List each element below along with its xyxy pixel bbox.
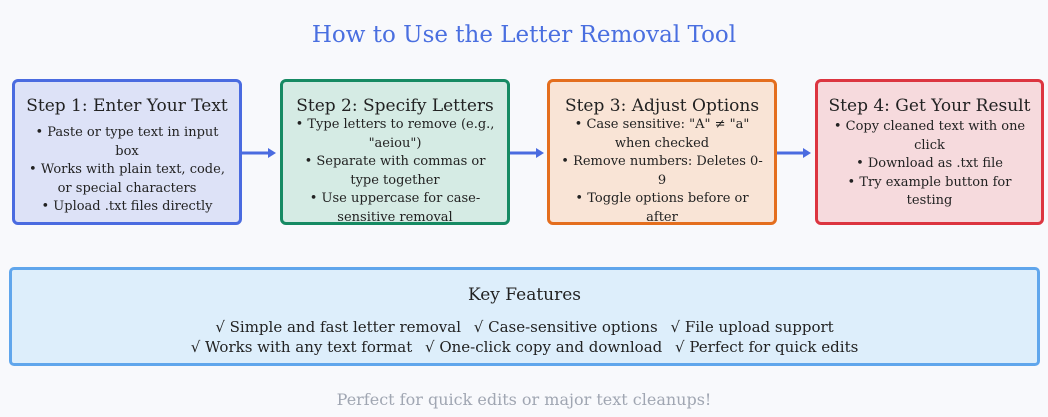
- key-features-box: Key Features √ Simple and fast letter re…: [9, 267, 1040, 366]
- feature-item: √ Perfect for quick edits: [675, 338, 859, 356]
- step-4-box: Step 4: Get Your Result • Copy cleaned t…: [815, 79, 1044, 225]
- footer-tagline: Perfect for quick edits or major text cl…: [336, 390, 712, 409]
- arrow-right-icon: [777, 148, 811, 158]
- step-4-bullet: • Try example button for testing: [847, 174, 1012, 209]
- step-1-box: Step 1: Enter Your Text • Paste or type …: [12, 79, 242, 225]
- feature-item: √ Simple and fast letter removal: [215, 318, 462, 336]
- arrow-right-icon: [510, 148, 544, 158]
- feature-item: √ File upload support: [670, 318, 834, 336]
- step-1-heading: Step 1: Enter Your Text: [26, 96, 228, 116]
- step-3-heading: Step 3: Adjust Options: [564, 96, 760, 116]
- step-3-box: Step 3: Adjust Options • Case sensitive:…: [547, 79, 777, 225]
- step-4-bullet: • Download as .txt file: [856, 156, 1003, 171]
- feature-item: √ Case-sensitive options: [473, 318, 658, 336]
- step-2-heading: Step 2: Specify Letters: [296, 96, 494, 116]
- step-1-bullet: • Works with plain text, code, or specia…: [29, 162, 225, 196]
- step-2-bullet: • Type letters to remove (e.g., "aeiou"): [295, 117, 495, 151]
- feature-item: √ One-click copy and download: [425, 338, 663, 356]
- feature-item: √ Works with any text format: [190, 338, 413, 356]
- step-3-bullet: • Case sensitive: "A" ≠ "a" when checked: [574, 117, 750, 151]
- step-4-bullet: • Copy cleaned text with one click: [833, 119, 1026, 153]
- features-row-1: √ Simple and fast letter removal √ Case-…: [12, 317, 1037, 337]
- step-4-heading: Step 4: Get Your Result: [828, 96, 1031, 116]
- step-3-bullet: • Toggle options before or after: [575, 191, 749, 225]
- diagram-title: How to Use the Letter Removal Tool: [311, 22, 737, 48]
- step-1-bullet: • Upload .txt files directly: [41, 199, 213, 214]
- arrow-right-icon: [242, 148, 276, 158]
- step-2-bullet: • Use uppercase for case-sensitive remov…: [309, 191, 481, 225]
- features-row-2: √ Works with any text format √ One-click…: [12, 337, 1037, 357]
- step-2-bullet: • Separate with commas or type together: [304, 154, 486, 188]
- step-1-bullet: • Paste or type text in input box: [35, 125, 219, 159]
- step-2-box: Step 2: Specify Letters • Type letters t…: [280, 79, 510, 225]
- step-3-bullet: • Remove numbers: Deletes 0-9: [561, 154, 763, 188]
- key-features-heading: Key Features: [467, 285, 582, 305]
